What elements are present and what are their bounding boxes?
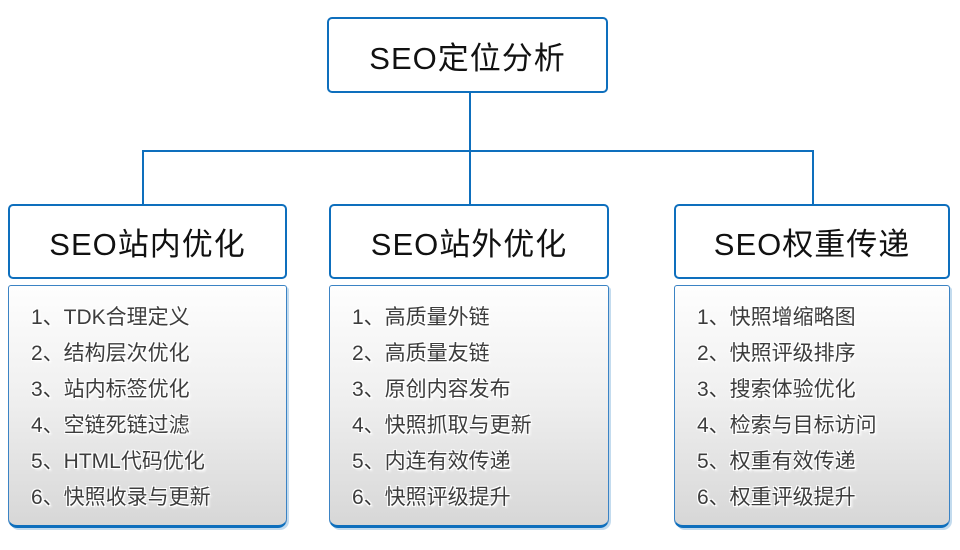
list-item: 5、HTML代码优化 [31,450,205,473]
branch-list-weight-transfer: 1、快照增缩略图 2、快照评级排序 3、搜索体验优化 4、检索与目标访问 5、权… [674,285,950,528]
branch-list-onsite-optimization: 1、TDK合理定义 2、结构层次优化 3、站内标签优化 4、空链死链过滤 5、H… [8,285,287,528]
connector-root-vertical [469,93,471,205]
branch-node-weight-transfer: SEO权重传递 [674,204,950,279]
list-item: 5、内连有效传递 [352,450,511,473]
list-item: 1、高质量外链 [352,306,490,329]
list-item: 5、权重有效传递 [697,450,856,473]
item-list: 1、TDK合理定义 2、结构层次优化 3、站内标签优化 4、空链死链过滤 5、H… [31,300,286,516]
root-node-seo-positioning: SEO定位分析 [327,17,608,93]
branch-node-onsite-optimization: SEO站内优化 [8,204,287,279]
list-item: 1、快照增缩略图 [697,306,856,329]
item-list: 1、快照增缩略图 2、快照评级排序 3、搜索体验优化 4、检索与目标访问 5、权… [697,300,949,516]
branch-title: SEO权重传递 [713,227,911,262]
list-item: 2、高质量友链 [352,342,490,365]
connector-left-vertical [142,150,144,205]
connector-right-vertical [812,150,814,205]
list-item: 6、权重评级提升 [697,486,856,509]
connector-horizontal-bar [142,150,814,152]
list-item: 4、空链死链过滤 [31,414,190,437]
list-item: 2、快照评级排序 [697,342,856,365]
list-item: 1、TDK合理定义 [31,306,190,329]
list-item: 3、搜索体验优化 [697,378,856,401]
list-item: 3、站内标签优化 [31,378,190,401]
branch-list-offsite-optimization: 1、高质量外链 2、高质量友链 3、原创内容发布 4、快照抓取与更新 5、内连有… [329,285,609,528]
list-item: 3、原创内容发布 [352,378,511,401]
list-item: 2、结构层次优化 [31,342,190,365]
root-node-title: SEO定位分析 [369,40,566,76]
list-item: 6、快照收录与更新 [31,486,211,509]
branch-node-offsite-optimization: SEO站外优化 [329,204,609,279]
list-item: 4、检索与目标访问 [697,414,877,437]
item-list: 1、高质量外链 2、高质量友链 3、原创内容发布 4、快照抓取与更新 5、内连有… [352,300,608,516]
branch-title: SEO站外优化 [370,227,568,262]
list-item: 6、快照评级提升 [352,486,511,509]
branch-title: SEO站内优化 [49,227,246,262]
list-item: 4、快照抓取与更新 [352,414,532,437]
